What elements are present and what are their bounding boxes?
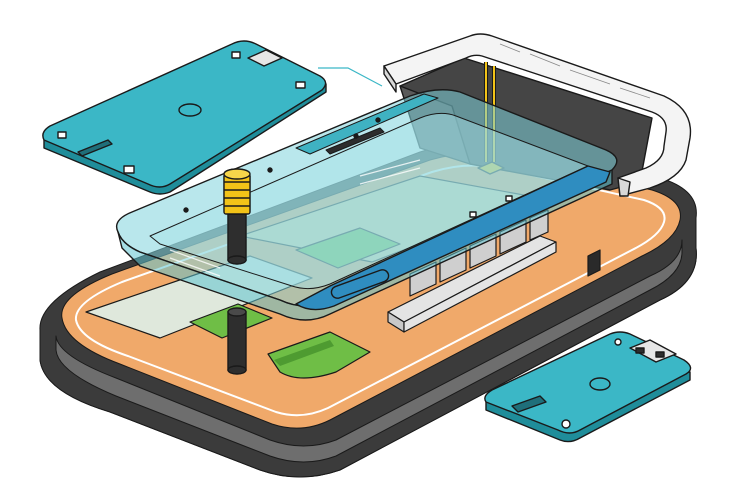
glass-tray-inner bbox=[149, 112, 589, 290]
rail-top-strip bbox=[403, 241, 557, 333]
tray-guide-lines bbox=[169, 159, 421, 277]
white-frame-side bbox=[383, 65, 397, 93]
green-panel-large-shade bbox=[274, 340, 334, 366]
spring-coil-front bbox=[223, 168, 251, 215]
tray-slot-top bbox=[295, 93, 439, 155]
tray-screw bbox=[183, 207, 189, 213]
connector-rail bbox=[387, 209, 601, 333]
base-shell-highlight bbox=[55, 239, 683, 463]
bottom-board-screw bbox=[614, 338, 622, 346]
bottom-board-hole bbox=[589, 377, 611, 391]
top-board-connector bbox=[77, 139, 113, 157]
bottom-board-face bbox=[484, 331, 692, 434]
side-port bbox=[587, 249, 601, 277]
top-board-corner-pad bbox=[231, 51, 241, 59]
white-frame-end bbox=[617, 177, 631, 197]
post-lower bbox=[227, 307, 247, 375]
bottom-board-chip-detail bbox=[635, 347, 645, 354]
green-panel-large bbox=[267, 331, 371, 379]
tray-pill bbox=[330, 269, 390, 299]
leader-line-top-board bbox=[318, 67, 383, 87]
bottom-board-chip-detail bbox=[655, 351, 665, 358]
top-board-corner-pad bbox=[57, 131, 67, 139]
top-board-corner-pad bbox=[295, 81, 306, 89]
tray-slot-dark bbox=[325, 127, 385, 155]
tray-marker bbox=[469, 211, 477, 218]
bottom-circuit-board bbox=[484, 331, 692, 443]
frame-detail-ticks bbox=[499, 43, 651, 99]
bottom-board-screw bbox=[561, 419, 571, 429]
tray-screw bbox=[267, 167, 273, 173]
bottom-board-connector bbox=[511, 395, 547, 413]
tray-screw bbox=[375, 117, 381, 123]
connector-blocks bbox=[409, 209, 549, 297]
post-upper-front bbox=[223, 168, 251, 265]
tray-marker bbox=[505, 195, 513, 202]
top-board-corner-pad bbox=[123, 165, 135, 174]
top-board-hole bbox=[178, 103, 202, 117]
top-circuit-board bbox=[42, 40, 327, 195]
top-board-chip bbox=[247, 49, 283, 67]
tray-screw bbox=[353, 133, 359, 139]
